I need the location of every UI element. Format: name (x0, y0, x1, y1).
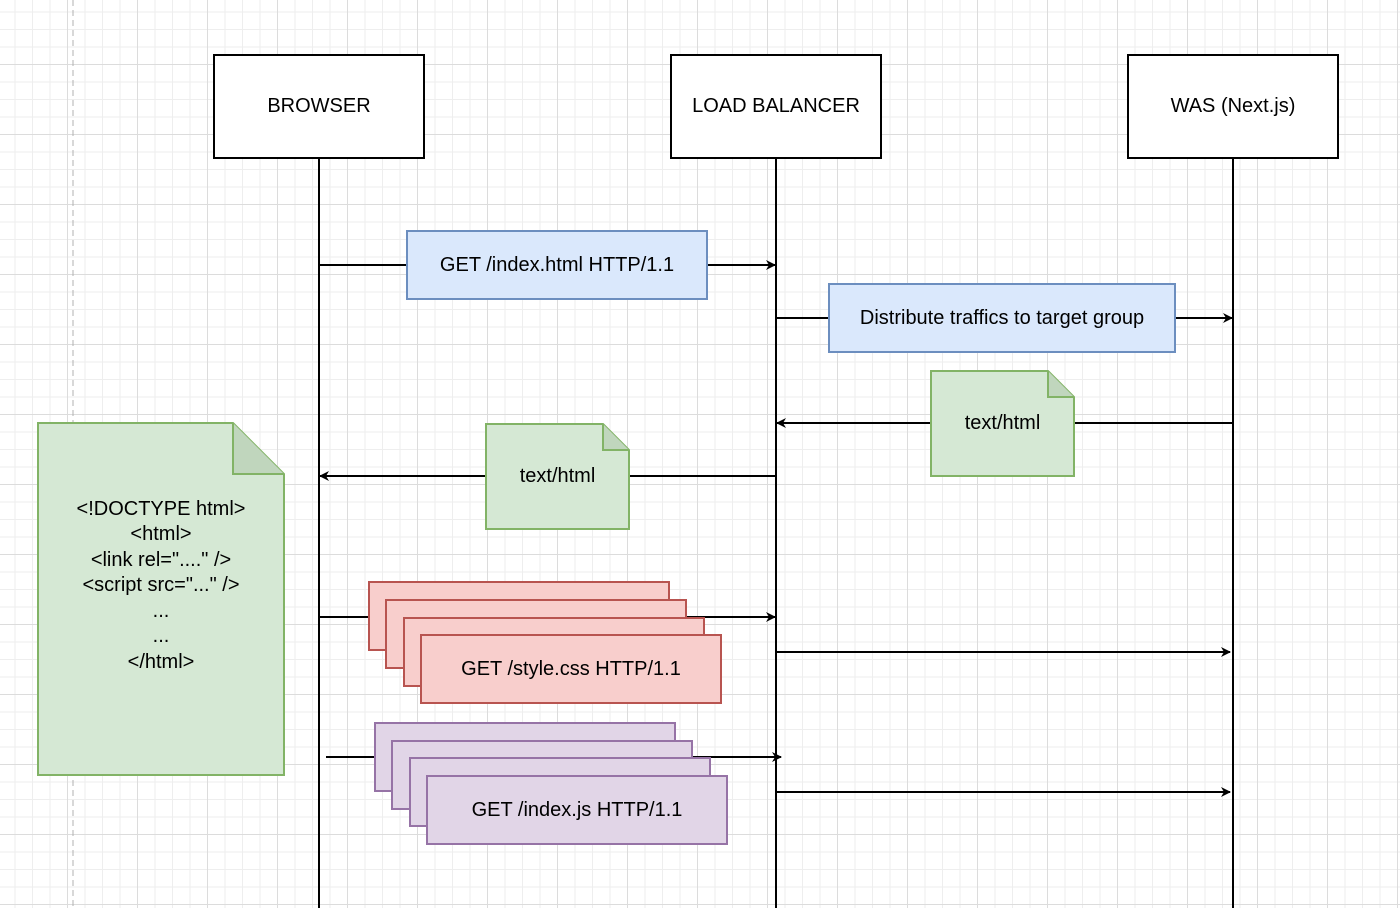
message-get-style-css: GET /style.css HTTP/1.1 (420, 634, 722, 704)
note-response-was: text/html (930, 370, 1075, 477)
note-response-lb: text/html (485, 423, 630, 530)
message-get-index-html-label: GET /index.html HTTP/1.1 (439, 253, 675, 276)
participant-load-balancer-label: LOAD BALANCER (692, 95, 860, 117)
message-get-style-css-label: GET /style.css HTTP/1.1 (461, 657, 681, 680)
message-get-index-html: GET /index.html HTTP/1.1 (406, 230, 708, 300)
note-response-was-label: text/html (964, 411, 1041, 434)
message-distribute: Distribute traffics to target group (828, 283, 1176, 353)
participant-browser-label: BROWSER (267, 95, 371, 117)
note-response-lb-label: text/html (519, 464, 596, 487)
note-html-document-content: <!DOCTYPE html> <html> <link rel="...." … (76, 497, 246, 673)
participant-browser: BROWSER (213, 54, 425, 159)
note-html-document: <!DOCTYPE html> <html> <link rel="...." … (37, 422, 285, 776)
participant-load-balancer: LOAD BALANCER (670, 54, 882, 159)
participant-was: WAS (Next.js) (1127, 54, 1339, 159)
message-get-index-js: GET /index.js HTTP/1.1 (426, 775, 728, 845)
participant-was-label: WAS (Next.js) (1170, 95, 1296, 117)
message-distribute-label: Distribute traffics to target group (859, 306, 1145, 329)
message-get-index-js-label: GET /index.js HTTP/1.1 (471, 798, 683, 821)
